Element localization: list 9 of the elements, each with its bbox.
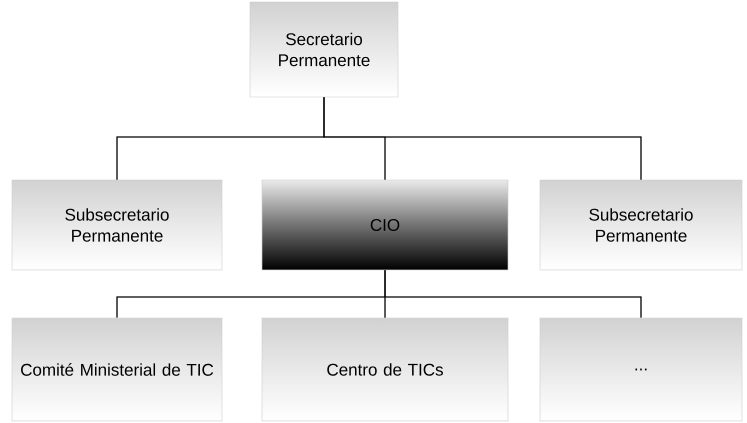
org-box: Secretario Permanente: [250, 2, 398, 98]
org-box: Subsecretario Permanente: [540, 180, 742, 270]
connector: [384, 270, 642, 318]
org-box: ...: [540, 318, 742, 422]
org-box: Subsecretario Permanente: [12, 180, 222, 270]
connector: [323, 97, 642, 180]
org-box: Comité Ministerial de TIC: [12, 318, 222, 422]
org-box: Centro de TICs: [262, 318, 508, 422]
highlighted-box: CIO: [262, 180, 508, 270]
